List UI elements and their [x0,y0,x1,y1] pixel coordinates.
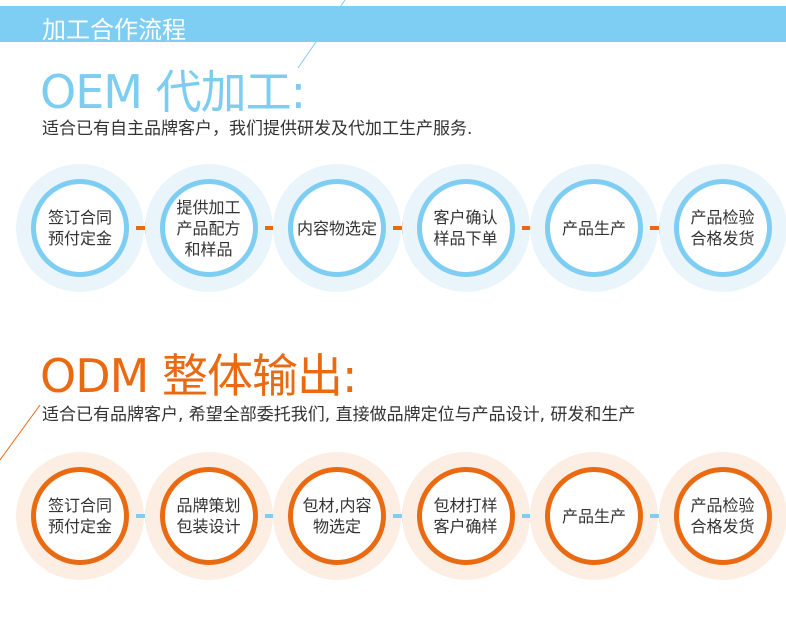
banner-title: 加工合作流程 [42,16,186,44]
step-label: 产品检验 合格发货 [673,179,772,277]
odm-step: 产品生产 [530,452,658,580]
odm-steps: 签订合同 预付定金品牌策划 包装设计包材,内容 物选定包材打样 客户确样产品生产… [0,452,786,592]
odm-step: 包材打样 客户确样 [401,452,530,580]
oem-step: 签订合同 预付定金 [16,164,144,292]
oem-description: 适合已有自主品牌客户，我们提供研发及代加工生产服务. [42,119,473,139]
step-label: 包材,内容 物选定 [288,467,386,565]
oem-step: 客户确认 样品下单 [401,164,530,292]
step-label: 产品检验 合格发货 [673,467,772,565]
step-label: 产品生产 [545,467,643,565]
oem-steps: 签订合同 预付定金提供加工 产品配方 和样品内容物选定客户确认 样品下单产品生产… [0,164,786,304]
odm-step: 包材,内容 物选定 [273,452,401,580]
odm-title: ODM 整体输出: [40,349,357,403]
odm-step: 品牌策划 包装设计 [144,452,273,580]
step-label: 内容物选定 [288,179,386,277]
odm-step: 签订合同 预付定金 [16,452,144,580]
odm-step: 产品检验 合格发货 [658,452,786,580]
oem-step: 产品检验 合格发货 [658,164,786,292]
oem-step: 产品生产 [530,164,658,292]
step-label: 提供加工 产品配方 和样品 [159,179,258,277]
step-label: 客户确认 样品下单 [416,179,515,277]
step-label: 签订合同 预付定金 [31,467,129,565]
header-banner: 加工合作流程 [0,6,786,44]
step-label: 产品生产 [545,179,643,277]
oem-step: 提供加工 产品配方 和样品 [144,164,273,292]
step-label: 品牌策划 包装设计 [159,467,258,565]
odm-description: 适合已有品牌客户, 希望全部委托我们, 直接做品牌定位与产品设计, 研发和生产 [42,405,636,425]
oem-title: OEM 代加工: [40,65,306,119]
step-label: 包材打样 客户确样 [416,467,515,565]
oem-step: 内容物选定 [273,164,401,292]
step-label: 签订合同 预付定金 [31,179,129,277]
